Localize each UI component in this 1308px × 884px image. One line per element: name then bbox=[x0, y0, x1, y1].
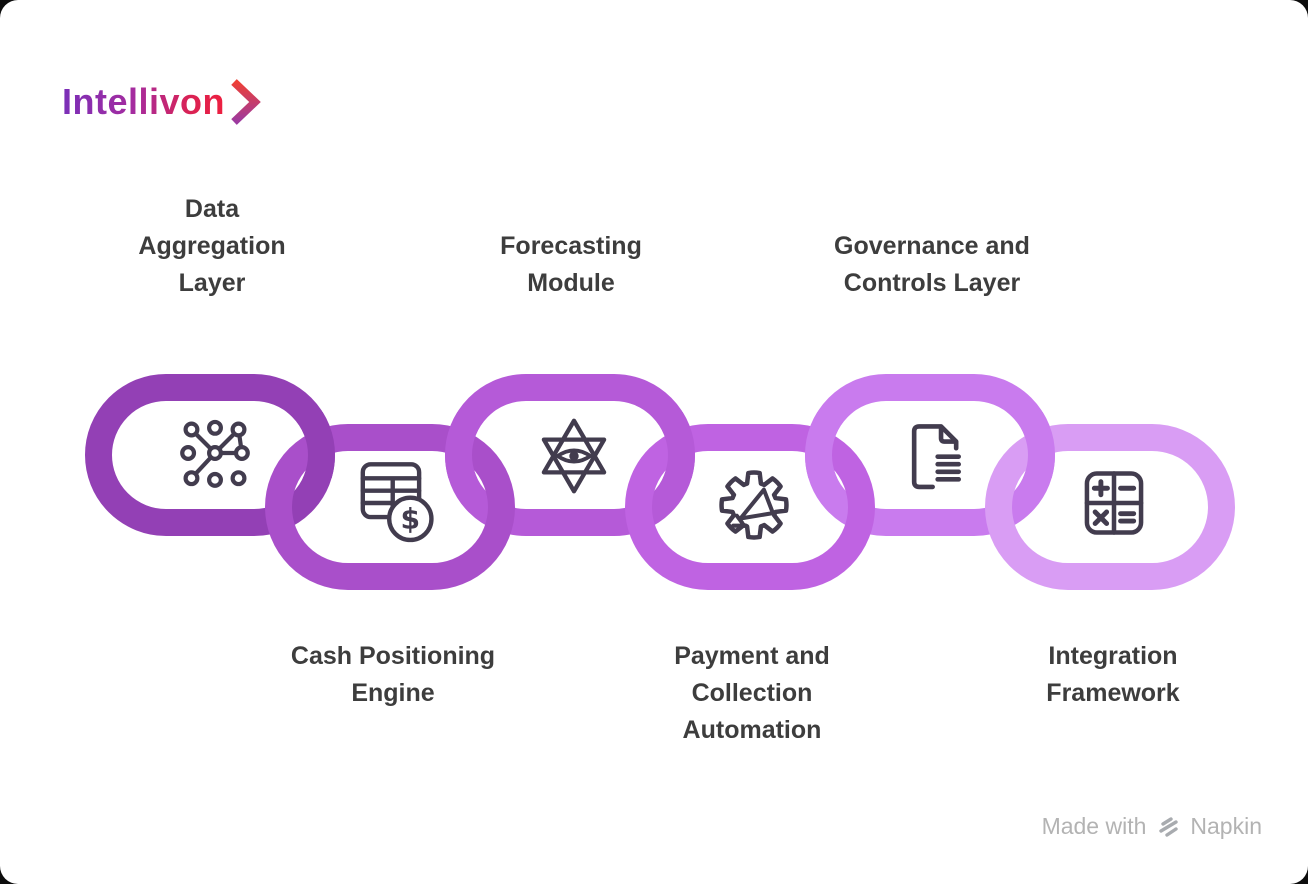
network-nodes-icon bbox=[173, 411, 257, 495]
label-line: Module bbox=[527, 269, 615, 297]
label-cash-positioning-engine: Cash Positioning Engine bbox=[291, 638, 495, 712]
brand-logo: Intellivon bbox=[62, 76, 262, 128]
label-line: Controls Layer bbox=[843, 269, 1021, 297]
watermark: Made with Napkin bbox=[1042, 813, 1262, 840]
watermark-made-with: Made with bbox=[1041, 813, 1147, 839]
label-line: Engine bbox=[351, 679, 435, 707]
label-line: Automation bbox=[682, 716, 822, 744]
spreadsheet-dollar-icon: $ bbox=[354, 459, 442, 547]
badge-megaphone-icon bbox=[709, 460, 799, 550]
label-line: Forecasting bbox=[500, 232, 642, 260]
chain-link-4 bbox=[625, 424, 875, 590]
hexagram-eye-icon bbox=[531, 413, 617, 499]
label-line: Collection bbox=[691, 679, 813, 707]
chain-link-2 bbox=[265, 424, 515, 590]
label-line: Layer bbox=[178, 269, 246, 297]
label-line: Integration bbox=[1048, 642, 1178, 670]
label-line: Data bbox=[184, 195, 240, 223]
chain-weave-patch bbox=[1006, 412, 1055, 478]
label-line: Governance and bbox=[834, 232, 1030, 260]
label-line: Payment and bbox=[674, 642, 830, 670]
label-forecasting-module: Forecasting Module bbox=[500, 228, 642, 302]
chain-weave-patch bbox=[445, 412, 494, 478]
label-line: Cash Positioning bbox=[290, 642, 496, 670]
watermark-brand: Napkin bbox=[1190, 813, 1262, 839]
label-line: Framework bbox=[1046, 679, 1180, 707]
label-integration-framework: Integration Framework bbox=[1046, 638, 1179, 712]
document-lines-icon bbox=[894, 418, 978, 502]
label-data-aggregation-layer: Data Aggregation Layer bbox=[138, 191, 285, 302]
chain-weave-patch bbox=[286, 412, 335, 478]
chain-link-6 bbox=[985, 424, 1235, 590]
napkin-logo-icon bbox=[1159, 816, 1179, 837]
brand-name: Intellivon bbox=[62, 81, 226, 122]
calculator-icon bbox=[1073, 462, 1155, 544]
chain-weave-patch bbox=[805, 412, 854, 478]
chevron-right-icon bbox=[231, 79, 261, 125]
label-governance-controls-layer: Governance and Controls Layer bbox=[834, 228, 1030, 302]
chain-weave-patch bbox=[646, 412, 695, 478]
dollar-symbol: $ bbox=[401, 503, 421, 536]
label-payment-collection-automation: Payment and Collection Automation bbox=[674, 638, 830, 749]
label-line: Aggregation bbox=[138, 232, 286, 260]
